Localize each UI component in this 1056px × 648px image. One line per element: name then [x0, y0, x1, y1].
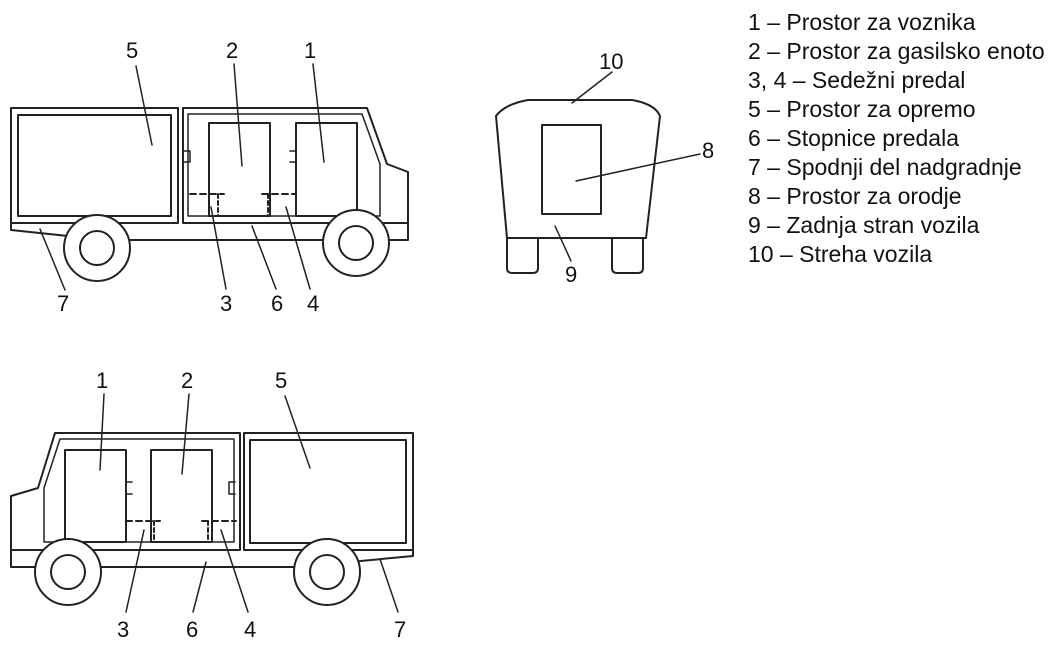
- crew-compartment-door: [150, 449, 213, 543]
- callout-label: 2: [181, 368, 193, 393]
- cab-inner-outline: [187, 113, 381, 217]
- side-view-right: [10, 393, 414, 613]
- vehicle-diagram: 5 2 1 7 3 6 4 10 8 9 1 2 5 3 6 4 7: [10, 38, 714, 642]
- leader-line: [312, 63, 325, 163]
- legend-item: 9 – Zadnja stran vozila: [748, 212, 980, 238]
- callout-label: 6: [186, 617, 198, 642]
- callout-label: 5: [126, 38, 138, 63]
- seat-drawer-outline: [289, 150, 297, 163]
- equipment-body: [10, 107, 179, 224]
- equipment-body: [243, 432, 414, 551]
- seat-drawer-outline: [228, 481, 236, 495]
- callout-label: 5: [275, 368, 287, 393]
- tool-compartment-door: [541, 124, 602, 215]
- callout-label: 3: [220, 291, 232, 316]
- cab-outline: [10, 432, 241, 551]
- leader-line: [125, 529, 145, 613]
- legend-item: 7 – Spodnji del nadgradnje: [748, 154, 1022, 180]
- driver-compartment-door: [295, 122, 358, 217]
- legend-item: 2 – Prostor za gasilsko enoto: [748, 38, 1045, 64]
- leader-line: [571, 71, 613, 104]
- leader-line: [575, 153, 701, 182]
- crew-compartment-door: [208, 122, 271, 217]
- callout-label: 10: [599, 49, 623, 74]
- wheel-hub: [50, 554, 86, 590]
- wheel-hub: [309, 554, 345, 590]
- seat-drawer-outline: [125, 481, 133, 495]
- legend-item: 1 – Prostor za voznika: [748, 9, 976, 35]
- callout-label: 4: [244, 617, 256, 642]
- callout-label: 6: [271, 291, 283, 316]
- leader-line: [99, 393, 105, 471]
- leader-line: [210, 206, 227, 290]
- equipment-compartment-door: [249, 439, 407, 544]
- callout-label: 9: [565, 262, 577, 287]
- callout-label: 1: [304, 38, 316, 63]
- driver-compartment-door: [64, 449, 127, 543]
- leader-line: [233, 63, 243, 167]
- rear-view: [495, 71, 701, 274]
- cab-outline: [182, 107, 409, 224]
- callout-label: 7: [394, 617, 406, 642]
- legend-item: 3, 4 – Sedežni predal: [748, 67, 966, 93]
- rear-wheel: [506, 237, 539, 274]
- leader-line: [135, 65, 153, 146]
- legend-item: 10 – Streha vozila: [748, 241, 933, 267]
- wheel-hub: [79, 230, 115, 266]
- leader-line: [39, 228, 66, 291]
- callout-label: 7: [57, 291, 69, 316]
- callout-label: 3: [117, 617, 129, 642]
- seat-drawer-outline: [183, 150, 191, 163]
- leader-line: [285, 206, 311, 290]
- callout-label: 8: [702, 138, 714, 163]
- leader-line: [220, 529, 249, 613]
- leader-line: [554, 225, 572, 262]
- leader-line: [379, 558, 399, 613]
- equipment-compartment-door: [17, 114, 172, 217]
- rear-wheel: [611, 237, 644, 274]
- callout-label: 1: [96, 368, 108, 393]
- legend-item: 6 – Stopnice predala: [748, 125, 959, 151]
- leader-line: [181, 393, 190, 475]
- wheel-hub: [338, 225, 374, 261]
- legend-item: 5 – Prostor za opremo: [748, 96, 976, 122]
- leader-line: [251, 225, 277, 290]
- rear-body: [495, 99, 661, 239]
- callout-label: 4: [307, 291, 319, 316]
- legend-item: 8 – Prostor za orodje: [748, 183, 962, 209]
- leader-line: [284, 395, 311, 469]
- callout-label: 2: [226, 38, 238, 63]
- legend: 1 – Prostor za voznika 2 – Prostor za ga…: [748, 8, 1048, 269]
- side-view-left: [10, 63, 409, 291]
- leader-line: [192, 561, 207, 613]
- cab-inner-outline: [43, 438, 235, 543]
